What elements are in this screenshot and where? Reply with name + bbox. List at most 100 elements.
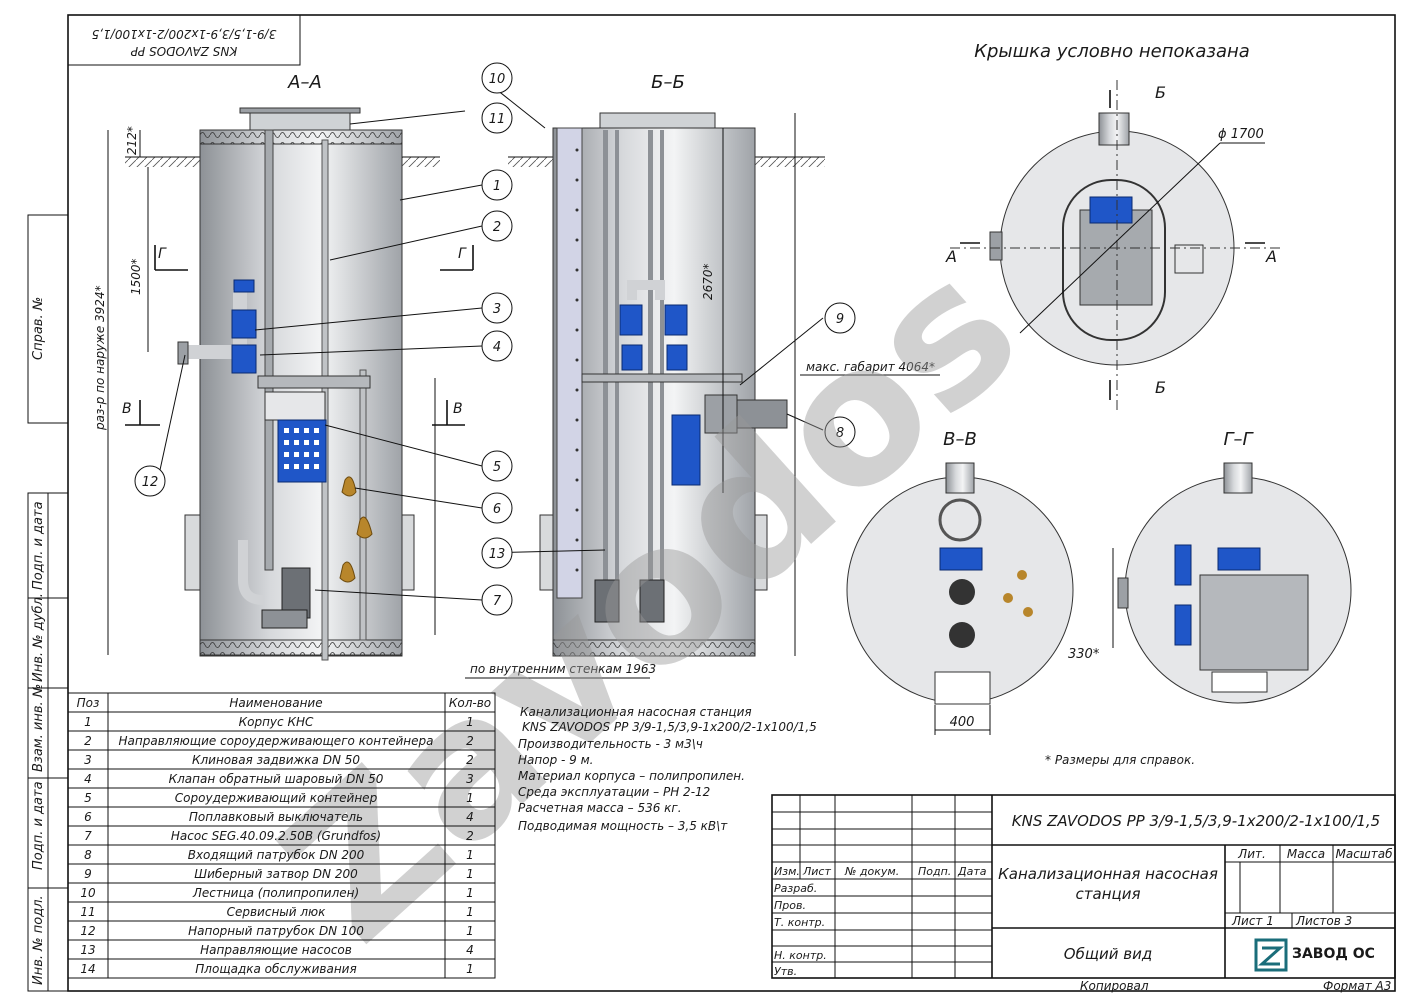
tb-tkontr: Т. контр. — [774, 916, 825, 929]
company-logo: ЗАВОД ОС — [1254, 938, 1375, 972]
tb-massa: Масса — [1287, 847, 1325, 861]
section-gg-title: Г–Г — [1223, 429, 1254, 450]
table-cell-name: Направляющие сороудерживающего контейнер… — [119, 734, 434, 748]
tb-copied: Копировал — [1080, 979, 1149, 993]
table-cell-qty: 1 — [466, 886, 474, 900]
tb-masshtab: Масштаб — [1335, 847, 1393, 861]
section-gg: Г–Г 330* — [1068, 429, 1352, 704]
callouts: 10 11 1 2 3 4 5 6 13 7 12 9 8 — [134, 62, 856, 616]
callout-3: 3 — [481, 292, 513, 324]
table-cell-qty: 1 — [466, 962, 474, 976]
table-cell-qty: 2 — [466, 753, 474, 767]
side-label-inv-podl: Инв. № подл. — [31, 895, 46, 985]
stamp-line-1: KNS ZAVODOS PP — [130, 44, 237, 58]
section-aa: А–А — [93, 72, 474, 661]
section-vv-title: В–В — [943, 429, 977, 450]
svg-text:В: В — [453, 401, 463, 417]
svg-text:1: 1 — [493, 179, 501, 194]
top-stamp: KNS ZAVODOS PP 3/9-1,5/3,9-1x200/2-1x100… — [67, 14, 301, 66]
table-cell-qty: 1 — [466, 867, 474, 881]
spec-line-2: Производительность - 3 м3\ч — [518, 737, 703, 751]
spec-line-0: Канализационная насосная станция — [520, 705, 752, 719]
svg-text:Г: Г — [458, 246, 467, 262]
table-cell-pos: 1 — [84, 715, 92, 729]
callout-9: 9 — [824, 302, 856, 334]
callout-4: 4 — [481, 330, 513, 362]
tb-hdr-podp: Подп. — [918, 865, 951, 878]
dim-330: 330* — [1068, 647, 1100, 662]
section-aa-title: А–А — [287, 72, 322, 93]
spec-line-4: Материал корпуса – полипропилен. — [518, 769, 745, 783]
svg-text:11: 11 — [489, 112, 506, 127]
tb-view: Общий вид — [1064, 945, 1152, 963]
svg-text:10: 10 — [489, 72, 506, 87]
svg-text:2: 2 — [493, 220, 501, 235]
spec-line-6: Расчетная масса – 536 кг. — [518, 801, 682, 815]
side-label-podp-2: Подп. и дата — [31, 781, 46, 870]
section-bb-title: Б–Б — [651, 72, 685, 93]
table-cell-name: Лестница (полипропилен) — [192, 886, 359, 900]
dim-2670: 2670* — [701, 263, 715, 300]
side-label-podp-1: Подп. и дата — [31, 501, 46, 590]
table-cell-pos: 2 — [84, 734, 92, 748]
table-cell-pos: 14 — [80, 962, 95, 976]
table-cell-name: Направляющие насосов — [200, 943, 352, 957]
specs-block: Канализационная насосная станция KNS ZAV… — [518, 705, 817, 833]
dim-1700: ϕ 1700 — [1218, 127, 1264, 142]
dim-212: 212* — [125, 126, 139, 155]
side-strip: Справ. № Подп. и дата Инв. № дубл. Взам.… — [27, 214, 69, 992]
callout-12: 12 — [134, 465, 166, 497]
svg-text:12: 12 — [142, 475, 159, 490]
tb-razrab: Разраб. — [774, 882, 817, 895]
dim-400: 400 — [950, 715, 975, 730]
svg-text:А: А — [945, 247, 957, 266]
callout-5: 5 — [481, 450, 513, 482]
svg-text:6: 6 — [493, 502, 501, 517]
side-label-sprav: Справ. № — [31, 297, 46, 360]
table-cell-qty: 1 — [466, 791, 474, 805]
svg-text:13: 13 — [489, 547, 506, 562]
table-cell-pos: 4 — [84, 772, 92, 786]
stamp-line-2: 3/9-1,5/3,9-1x200/2-1x100/1,5 — [92, 27, 277, 41]
svg-text:5: 5 — [493, 460, 501, 475]
table-cell-pos: 9 — [84, 867, 92, 881]
cover-note: Крышка условно непоказана — [974, 41, 1250, 62]
table-cell-name: Клапан обратный шаровый DN 50 — [169, 772, 384, 786]
callout-11: 11 — [481, 102, 513, 134]
tb-name-1: Канализационная насосная — [998, 865, 1218, 883]
table-cell-qty: 1 — [466, 924, 474, 938]
tb-hdr-izm: Изм. — [774, 865, 800, 878]
tb-lit: Лит. — [1237, 847, 1266, 861]
svg-text:9: 9 — [836, 312, 844, 327]
section-g-marks-aa: Г Г В В — [122, 245, 474, 426]
title-block: KNS ZAVODOS PP 3/9-1,5/3,9-1x200/2-1x100… — [771, 794, 1396, 993]
callout-1: 1 — [481, 169, 513, 201]
dim-3924: раз-р по наруже 3924* — [93, 285, 107, 431]
tb-code: KNS ZAVODOS PP 3/9-1,5/3,9-1x200/2-1x100… — [1012, 812, 1380, 830]
tb-utv: Утв. — [774, 965, 797, 978]
svg-text:В: В — [122, 401, 132, 417]
table-cell-pos: 11 — [80, 905, 95, 919]
table-cell-qty: 3 — [466, 772, 474, 786]
callout-13: 13 — [481, 537, 513, 569]
table-cell-pos: 3 — [84, 753, 92, 767]
dim-1963: по внутренним стенкам 1963 — [470, 662, 656, 676]
tb-prov: Пров. — [774, 899, 806, 912]
side-label-inv-dubl: Инв. № дубл. — [31, 593, 46, 682]
svg-text:Б: Б — [1155, 378, 1166, 397]
tb-nkontr: Н. контр. — [774, 949, 827, 962]
table-cell-name: Шиберный затвор DN 200 — [194, 867, 358, 881]
callout-10: 10 — [481, 62, 513, 94]
spec-line-3: Напор - 9 м. — [518, 753, 593, 767]
table-cell-qty: 2 — [466, 829, 474, 843]
table-cell-name: Насос SEG.40.09.2.50B (Grundfos) — [171, 829, 381, 843]
table-cell-qty: 1 — [466, 848, 474, 862]
spec-line-5: Среда эксплуатации – PH 2-12 — [518, 785, 710, 799]
table-header-qty: Кол-во — [449, 696, 491, 710]
svg-text:7: 7 — [493, 594, 502, 609]
section-bb: Б–Б — [465, 72, 940, 679]
plan-view: Крышка условно непоказана Б Б А А ϕ 1700 — [945, 41, 1280, 410]
tb-hdr-list: Лист — [802, 865, 831, 878]
